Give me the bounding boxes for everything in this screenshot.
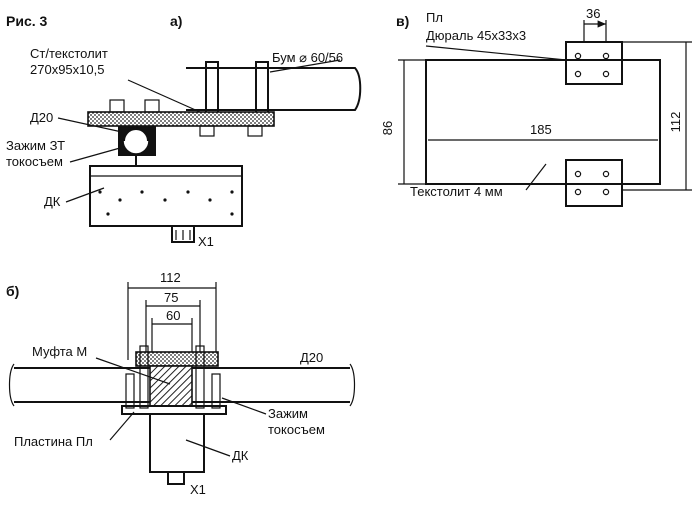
d20-label: Д20 <box>30 110 53 125</box>
nut-3 <box>199 125 215 137</box>
dk-rivets <box>98 190 234 216</box>
dk-leader-b <box>185 439 231 457</box>
panel-v-tag: в) <box>396 13 409 29</box>
panel-b: б) 112 75 60 Д20 Муфта М <box>6 270 356 497</box>
dim-112-v: 112 <box>668 112 683 133</box>
coupling-label: Муфта М <box>32 344 87 359</box>
nut-2 <box>144 99 160 113</box>
panel-a: а) Ст/текстолит 270x95x10,5 Бум ⌀ 60/56 … <box>6 13 362 249</box>
d20-leader <box>57 117 123 133</box>
dk-leader <box>65 187 105 203</box>
nut-4 <box>247 125 263 137</box>
u-bolt-left <box>205 61 219 115</box>
bolts <box>125 345 221 409</box>
coupling-m <box>149 365 193 407</box>
textolite-label: Текстолит 4 мм <box>410 184 503 199</box>
d20-break-left <box>8 363 15 407</box>
panel-v: в) Пл Дюраль 45x33x3 36 86 185 <box>380 6 692 207</box>
top-plate <box>565 41 623 85</box>
duralumin-label: Дюраль 45x33x3 <box>426 28 526 43</box>
dk-label: ДК <box>44 194 61 209</box>
boom-leader <box>269 59 341 73</box>
textolite-leader <box>525 163 547 191</box>
plate-label: Пл <box>426 10 443 25</box>
top-plate-holes <box>574 52 610 78</box>
dim-185: 185 <box>530 122 552 137</box>
d20-break-right <box>349 363 356 407</box>
clamp-leader-b <box>221 397 267 415</box>
dk-box <box>89 165 243 227</box>
clamp-label-b-1: Зажим <box>268 406 308 421</box>
duralumin-leader <box>425 45 567 61</box>
textolite-sheet <box>425 59 661 185</box>
plate-pl <box>121 405 227 415</box>
panel-a-tag: а) <box>170 13 182 29</box>
material-label-1: Ст/текстолит <box>30 46 108 61</box>
clamp-label-b-2: токосъем <box>268 422 325 437</box>
dim-36: 36 <box>586 6 600 21</box>
material-label-2: 270x95x10,5 <box>30 62 104 77</box>
dim-60: 60 <box>166 308 180 323</box>
dim-75: 75 <box>164 290 178 305</box>
clamp-leader <box>69 147 121 163</box>
dim-112-b: 112 <box>160 270 181 285</box>
bottom-plate <box>565 159 623 207</box>
plate-leader <box>109 411 135 441</box>
x1-label: X1 <box>198 234 214 249</box>
boom-tube <box>186 67 362 111</box>
u-bolt-right <box>255 61 269 115</box>
bottom-plate-holes <box>574 170 610 196</box>
panel-b-tag: б) <box>6 283 19 299</box>
clamp-label-2: токосъем <box>6 154 63 169</box>
dk-label-b: ДК <box>232 448 249 463</box>
material-leader <box>127 79 201 113</box>
plate-label-b: Пластина Пл <box>14 434 93 449</box>
x1-connector <box>171 225 195 243</box>
nut-1 <box>109 99 125 113</box>
x1-connector-b <box>167 471 185 485</box>
coupling-leader <box>95 357 171 385</box>
d20-tube-arc <box>123 128 149 142</box>
dim-86: 86 <box>380 121 395 135</box>
figure-title: Рис. 3 <box>6 13 48 29</box>
x1-label-b: X1 <box>190 482 206 497</box>
textolite-plate <box>87 111 275 127</box>
d20-label-b: Д20 <box>300 350 323 365</box>
clamp-label-1: Зажим ЗТ <box>6 138 65 153</box>
boom-label: Бум ⌀ 60/56 <box>272 50 343 65</box>
